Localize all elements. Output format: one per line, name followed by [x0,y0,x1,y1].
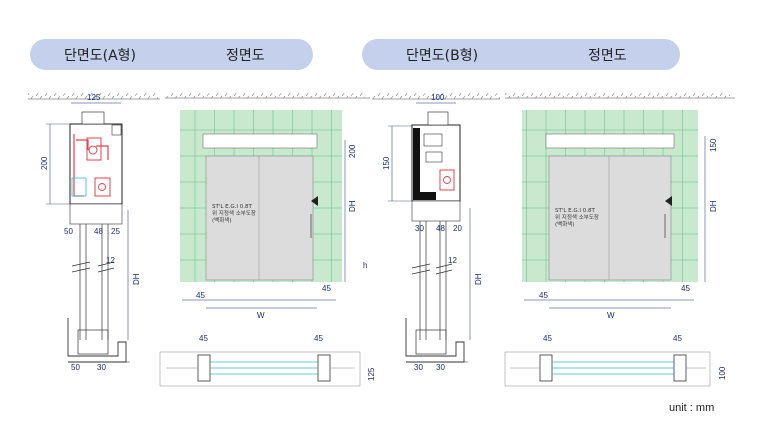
a-dim-left: 50 [64,227,73,236]
a-dim-right: 25 [111,227,120,236]
plan-a: 45 45 125 [159,334,376,387]
a-plan-right: 45 [314,334,323,343]
a-gap-label: 12 [106,256,115,265]
a-front-dh: DH [348,200,357,212]
title-b-section: 단면도(B형) [406,48,479,64]
header-pill-left: 단면도(A형) 정면도 [30,39,313,70]
a-note-2: 위 지정색 소부도장 [212,209,256,217]
b-plan-depth: 100 [718,366,727,380]
title-b-front: 정면도 [588,48,627,64]
front-a: 200 DH h ST'L E.G.I 0.8T 위 지정색 소부도장 (백화색… [165,93,370,320]
section-b: 100 150 30 48 20 12 DH [372,93,500,372]
b-note-2: 위 지정색 소부도장 [555,213,599,221]
a-height-label: 200 [40,156,49,170]
a-bottom-left: 50 [71,363,80,372]
title-a-section: 단면도(A형) [64,48,137,64]
a-dh-label: DH [132,273,141,285]
a-note-3: (백화색) [212,216,231,224]
a-small-h: h [363,261,367,270]
b-dh-label: DH [474,273,483,285]
b-dim-mid: 48 [436,224,445,233]
b-plan-left: 45 [543,334,552,343]
b-plan-right: 45 [673,334,682,343]
section-a: 125 200 50 48 [28,93,160,372]
a-side-left: 45 [196,291,205,300]
b-bottom-left: 30 [414,363,423,372]
a-door [205,155,314,281]
b-height-label: 150 [382,156,391,170]
b-side-left: 45 [539,291,548,300]
a-plan-depth: 125 [367,367,376,381]
a-note-1: ST'L E.G.I 0.8T [212,204,253,210]
b-door [548,155,672,281]
a-width-label: W [257,311,265,320]
b-gap-label: 12 [448,256,457,265]
unit-label: unit : mm [669,402,715,414]
b-note-1: ST'L E.G.I 0.8T [555,208,596,214]
b-side-right: 45 [681,284,690,293]
plan-b: 45 45 100 [504,334,727,387]
b-dim-left: 30 [415,224,424,233]
b-note-3: (백화색) [555,220,574,228]
a-dim-mid: 48 [94,227,103,236]
title-a-front: 정면도 [226,48,265,64]
a-plan-left: 45 [199,334,208,343]
a-top-width-label: 125 [87,93,101,102]
a-front-height: 200 [348,144,357,158]
a-side-right: 45 [322,284,331,293]
header-pill-right: 단면도(B형) 정면도 [362,39,680,70]
front-b: 150 DH ST'L E.G.I 0.8T 위 지정색 소부도장 (백화색) … [505,93,735,320]
ceiling-hatch [28,93,158,99]
b-width-label: W [607,311,615,320]
b-front-height: 150 [709,138,718,152]
b-front-dh: DH [709,200,718,212]
a-bottom-right: 30 [97,363,106,372]
b-top-width-label: 100 [431,93,445,102]
b-bottom-right: 30 [436,363,445,372]
b-dim-right: 20 [453,224,462,233]
